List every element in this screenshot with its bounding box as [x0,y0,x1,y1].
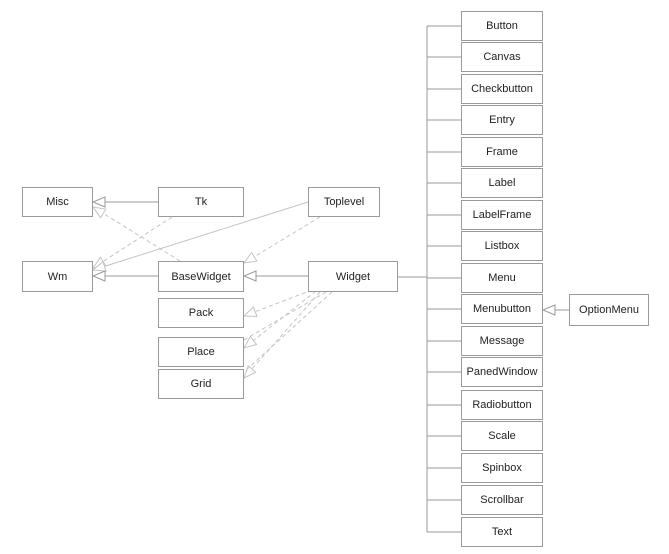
class-menu: Menu [461,263,543,293]
edge-widget-grid [244,291,321,378]
class-panedwindow: PanedWindow [461,357,543,387]
class-widget: Widget [308,261,398,292]
class-grid: Grid [158,369,244,399]
class-labelframe: LabelFrame [461,200,543,230]
edge-widget-place [244,290,317,348]
class-tk: Tk [158,187,244,217]
edge-widget-pack [244,289,313,316]
edge-toplevel-wm [93,201,309,270]
class-toplevel: Toplevel [308,187,380,217]
class-button: Button [461,11,543,41]
class-checkbutton: Checkbutton [461,74,543,104]
edge-basewidget-misc [93,207,181,262]
class-text: Text [461,517,543,547]
class-frame: Frame [461,137,543,167]
class-optionmenu: OptionMenu [569,294,649,326]
class-wm: Wm [22,261,93,292]
class-place: Place [158,337,244,367]
class-pack: Pack [158,298,244,328]
class-radiobutton: Radiobutton [461,390,543,420]
class-entry: Entry [461,105,543,135]
edge-toplevel-basewidget [244,216,321,263]
class-message: Message [461,326,543,356]
class-menubutton: Menubutton [461,294,543,324]
class-scrollbar: Scrollbar [461,485,543,515]
class-spinbox: Spinbox [461,453,543,483]
class-scale: Scale [461,421,543,451]
class-misc: Misc [22,187,93,217]
class-listbox: Listbox [461,231,543,261]
class-basewidget: BaseWidget [158,261,244,292]
edge-widget-place-b [243,291,327,341]
class-canvas: Canvas [461,42,543,72]
edge-tk-wm [93,216,173,268]
class-label: Label [461,168,543,198]
edge-widget-grid-b [243,291,333,373]
